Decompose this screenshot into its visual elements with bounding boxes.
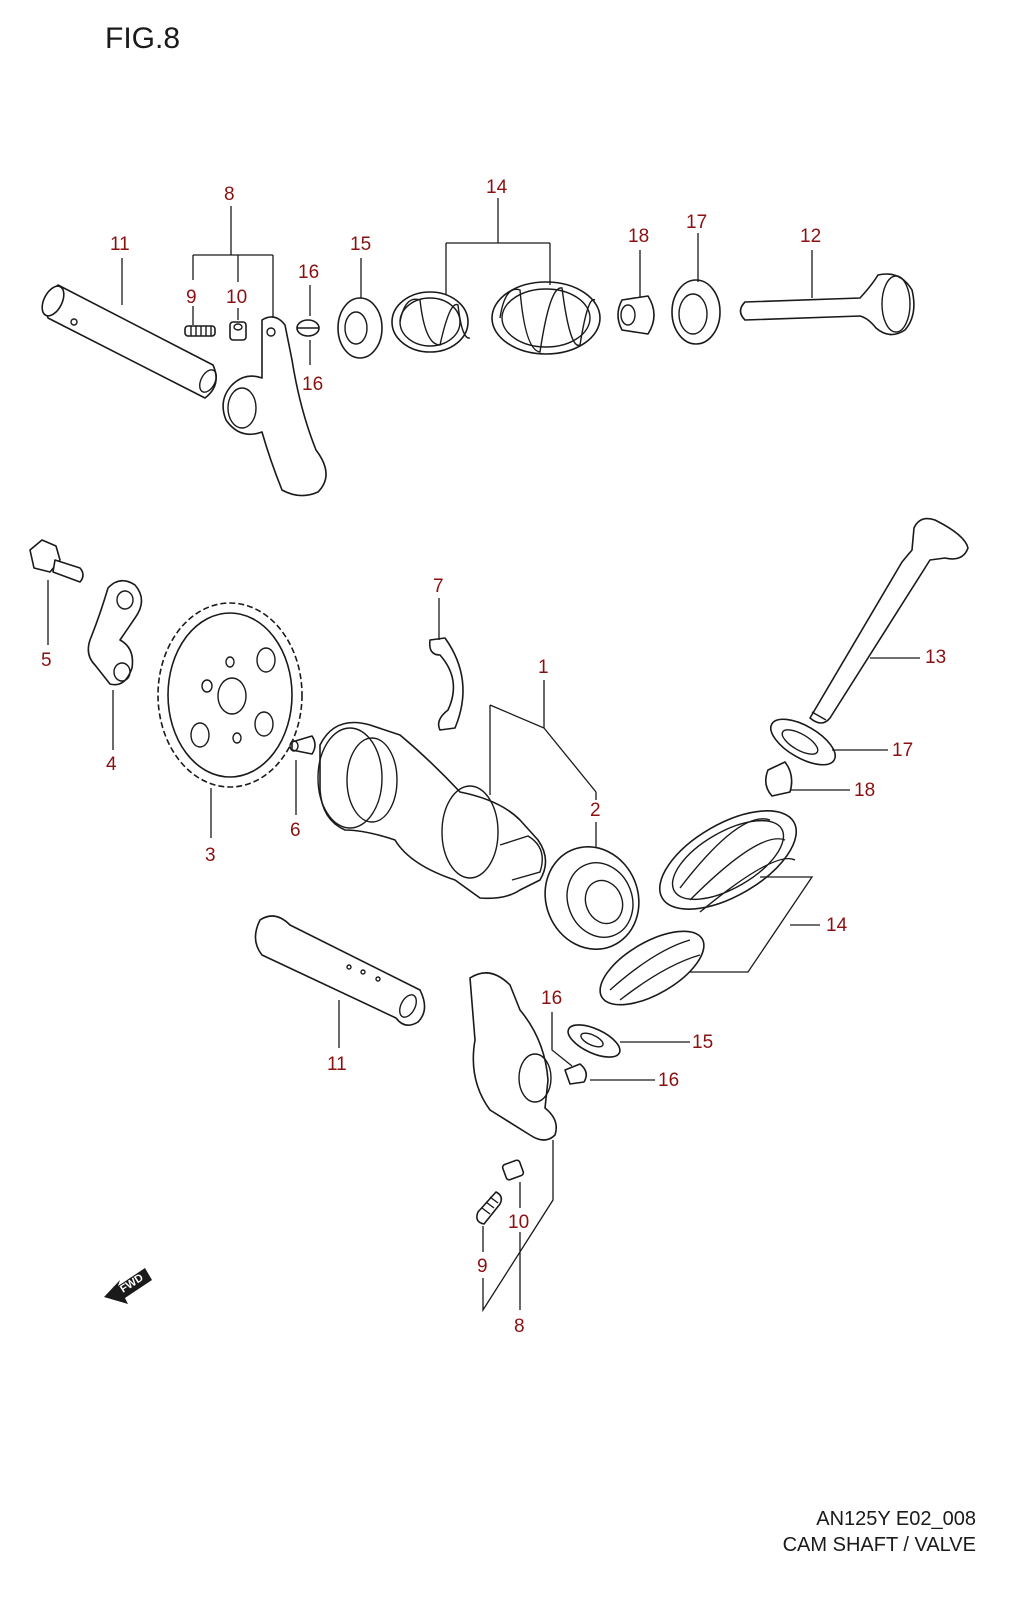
diagram-footer: AN125Y E02_008 CAM SHAFT / VALVE [783,1506,976,1558]
callout-9-lower: 9 [477,1256,488,1277]
model-code: AN125Y E02_008 [816,1508,976,1530]
exhaust-valve-top [739,273,915,336]
dowel-pin [289,735,316,755]
callout-labels: 11 8 9 10 16 16 15 14 18 17 12 5 4 3 6 7… [41,177,946,1337]
spring-seat-lower [567,1024,621,1058]
callout-8-lower: 8 [514,1316,525,1337]
adjusting-screw-lower [476,1191,503,1225]
callout-10-top: 10 [226,287,247,308]
rocker-arm-lower [469,972,558,1141]
leader-lines [47,198,920,1313]
lock-nut-top [229,321,247,341]
valve-stem-seal-top [617,295,655,335]
callout-4: 4 [106,754,117,775]
valve-cotter-lower [564,1063,588,1085]
camshaft-sprocket-bolt [29,539,84,583]
spring-washer-lower [770,718,836,766]
callout-17-top: 17 [686,212,707,233]
callout-14-lower: 14 [826,915,848,936]
callout-9-top: 9 [186,287,197,308]
lock-nut-lower [501,1159,525,1181]
forward-direction-arrow: FWD [104,1268,152,1304]
diagram-caption: CAM SHAFT / VALVE [782,1534,976,1556]
callout-1: 1 [538,657,549,678]
callout-2: 2 [590,800,601,821]
callout-17-lower: 17 [892,740,913,761]
callout-12-top: 12 [800,226,821,247]
callout-14-top: 14 [486,177,508,198]
camshaft-stopper-plate [428,637,464,731]
callout-18-top: 18 [628,226,649,247]
rocker-arm-top [222,316,327,497]
valve-spring-set-lower [599,810,798,1006]
valve-stem-seal-lower [764,761,793,797]
valve-cotter-top [296,319,320,337]
callout-7: 7 [433,576,444,597]
callout-13: 13 [925,647,946,668]
rocker-arm-shaft-lower [254,915,426,1026]
callout-15-top: 15 [350,234,371,255]
camshaft-sprocket [157,602,303,788]
callout-11-lower: 11 [327,1054,347,1075]
camshaft-bearing [544,845,640,951]
callout-6: 6 [290,820,301,841]
callout-8-top: 8 [224,184,235,205]
intake-valve-lower [809,517,969,724]
callout-15-lower: 15 [692,1032,713,1053]
valve-spring-set-top [391,281,601,355]
callout-16-top-a: 16 [298,262,319,283]
adjusting-screw-top [184,325,216,337]
callout-16-lower-b: 16 [658,1070,679,1091]
figure-title: FIG.8 [105,22,181,55]
callout-5: 5 [41,650,52,671]
callout-11-top: 11 [110,234,130,255]
rocker-arm-shaft-top [41,284,217,399]
callout-3: 3 [205,845,216,866]
sprocket-lock-plate [87,579,143,686]
spring-seat-top [337,297,383,359]
callout-16-lower-a: 16 [541,988,562,1009]
spring-washer-top [671,279,721,345]
callout-18-lower: 18 [854,780,875,801]
callout-16-top-b: 16 [302,374,323,395]
callout-10-lower: 10 [508,1212,529,1233]
camshaft [317,721,547,900]
